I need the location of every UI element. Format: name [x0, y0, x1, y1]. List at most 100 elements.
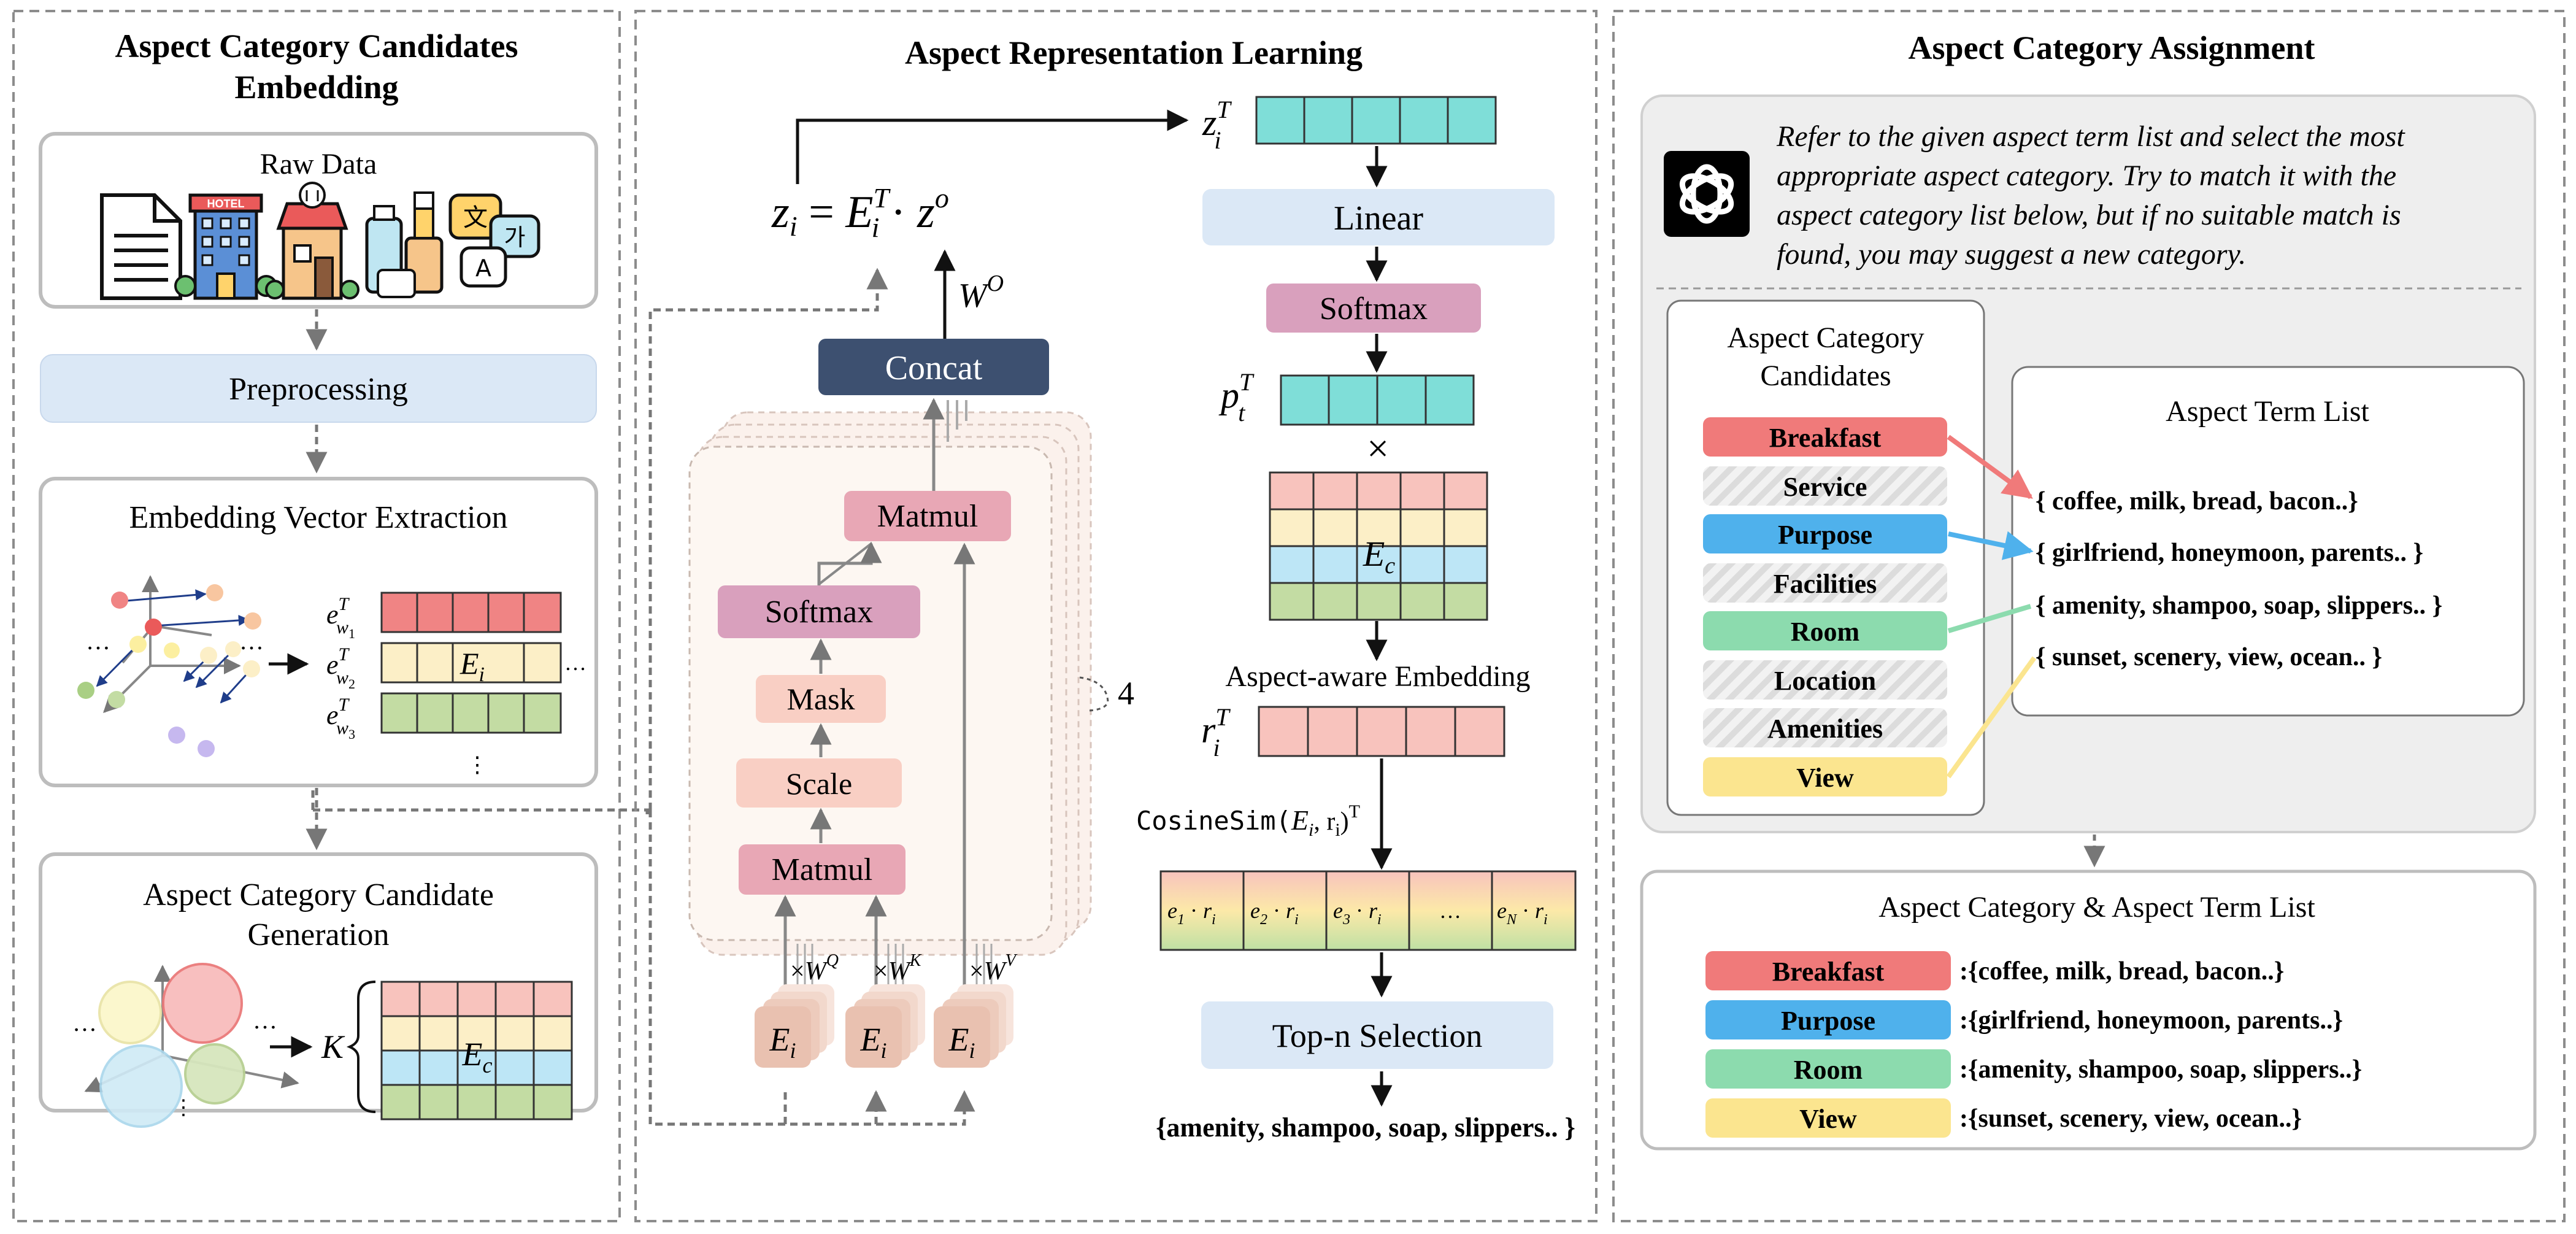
- prompt-line-1: Refer to the given aspect term list and …: [1776, 120, 2405, 153]
- ei-input-v: Ei: [934, 984, 1013, 1068]
- score-cell-n: eN · ri: [1497, 898, 1548, 928]
- selection-result: {amenity, shampoo, soap, slippers.. }: [1156, 1113, 1575, 1143]
- linear-label: Linear: [1334, 199, 1423, 237]
- result-terms-purpose: :{girlfriend, honeymoon, parents..}: [1959, 1006, 2343, 1035]
- k-brace: [346, 981, 376, 1113]
- candidate-location: [1703, 660, 1947, 700]
- candidate-service: [1703, 466, 1947, 506]
- ei-input-k: Ei: [845, 984, 925, 1068]
- candidate-label-facilities: Facilities: [1774, 569, 1877, 599]
- multiply-symbol: ×: [1367, 426, 1389, 470]
- generation-label-line2: Generation: [247, 917, 389, 952]
- cosmetics-icon: [365, 191, 444, 298]
- panel-1-title-line2: Embedding: [234, 69, 398, 106]
- wv-label: ×WV: [969, 951, 1018, 985]
- ec-matrix-panel1: [380, 981, 573, 1120]
- pt-vector: [1280, 374, 1475, 426]
- term-list: { coffee, milk, bread, bacon..} { girlfr…: [2036, 487, 2442, 671]
- matrix-ellipsis-v: ⋮: [466, 752, 488, 777]
- extraction-label: Embedding Vector Extraction: [129, 500, 507, 535]
- heads-count: 4: [1118, 675, 1134, 712]
- candidate-purpose: [1703, 514, 1947, 553]
- cluster-ellipsis-right: …: [253, 1006, 277, 1034]
- mask-box: [756, 675, 886, 723]
- ec-label-panel1: Ec: [462, 1036, 493, 1078]
- result-cat-label-purpose: Purpose: [1781, 1006, 1875, 1036]
- restaurant-icon: [265, 182, 359, 300]
- arrow-softmax-to-matmul: [817, 541, 882, 585]
- preprocessing-box: [40, 354, 597, 423]
- wk-label: ×WK: [874, 951, 922, 985]
- term-view: { sunset, scenery, view, ocean.. }: [2036, 643, 2382, 671]
- raw-data-label: Raw Data: [260, 148, 377, 180]
- ei-input-q: Ei: [755, 984, 834, 1068]
- result-cat-view: [1705, 1098, 1951, 1138]
- candidate-label-service: Service: [1783, 472, 1867, 502]
- map-breakfast: [1947, 434, 2033, 499]
- result-cat-purpose: [1705, 1000, 1951, 1039]
- matmul-top-label: Matmul: [877, 499, 978, 534]
- topn-label: Top-n Selection: [1272, 1017, 1483, 1054]
- arrow-formula-to-zit: [796, 109, 1189, 184]
- candidate-label-view: View: [1796, 763, 1854, 793]
- concat-box: [818, 339, 1049, 395]
- candidate-facilities: [1703, 563, 1947, 603]
- softmax-box: [718, 585, 920, 638]
- embedding-scatter-plot: … …: [77, 575, 264, 757]
- score-cell-ellipsis: …: [1439, 898, 1461, 923]
- heads-bracket: [1079, 676, 1109, 712]
- ei-v-label: Ei: [948, 1021, 975, 1063]
- result-cat-breakfast: [1705, 951, 1951, 990]
- panel-category-assignment: Aspect Category Assignment Refer to the …: [1612, 10, 2566, 1222]
- term-room: { amenity, shampoo, soap, slippers.. }: [2036, 592, 2442, 620]
- matmul-bottom-box: [739, 844, 905, 895]
- chatgpt-icon: [1664, 151, 1750, 237]
- term-purpose: { girlfriend, honeymoon, parents.. }: [2036, 539, 2423, 567]
- connector-ei-to-attention: [311, 787, 649, 817]
- score-vector: [1159, 870, 1577, 951]
- zit-vector: [1255, 96, 1497, 145]
- candidate-label-purpose: Purpose: [1778, 520, 1872, 550]
- scatter-ellipsis-left: …: [86, 627, 110, 655]
- matmul-top-box: [844, 491, 1011, 541]
- scatter-ellipsis-right: …: [239, 627, 264, 655]
- candidate-label-location: Location: [1774, 666, 1876, 696]
- k-label: K: [321, 1028, 345, 1065]
- ei-k-label: Ei: [859, 1021, 886, 1063]
- candidate-label-amenities: Amenities: [1767, 714, 1883, 744]
- translate-glyph-3: A: [475, 255, 491, 282]
- result-cat-label-room: Room: [1794, 1055, 1863, 1085]
- softmax-label: Softmax: [765, 595, 873, 630]
- mask-label: Mask: [786, 682, 855, 716]
- wo-label: WO: [958, 271, 1004, 315]
- rit-vector: [1258, 706, 1505, 757]
- result-terms-room: :{amenity, shampoo, soap, slippers..}: [1959, 1055, 2362, 1084]
- ec-label-panel2: Ec: [1363, 534, 1395, 579]
- panel-3-border: [1612, 10, 2566, 1222]
- embedding-matrix-ei: [380, 592, 562, 734]
- preprocessing-label: Preprocessing: [229, 372, 408, 407]
- ei-q-label: Ei: [769, 1021, 796, 1063]
- scale-box: [736, 758, 902, 808]
- cluster-plot: … … ⋮: [72, 963, 299, 1128]
- map-view: [1946, 656, 2037, 779]
- result-cat-room: [1705, 1049, 1951, 1089]
- concat-label: Concat: [885, 349, 983, 387]
- panel-2-border: [634, 10, 1598, 1222]
- candidates-title-line2: Candidates: [1760, 360, 1891, 392]
- topn-box: [1201, 1001, 1553, 1069]
- scale-label: Scale: [786, 766, 852, 801]
- ec-matrix-panel2: [1269, 471, 1488, 621]
- document-icon: [100, 193, 182, 300]
- map-purpose: [1948, 531, 2034, 560]
- candidate-label-breakfast: Breakfast: [1769, 423, 1882, 453]
- panel-3-title: Aspect Category Assignment: [1909, 29, 2315, 66]
- result-cat-label-breakfast: Breakfast: [1772, 957, 1885, 987]
- candidate-amenities: [1703, 708, 1947, 747]
- connector-ei-to-qk: [783, 1092, 876, 1124]
